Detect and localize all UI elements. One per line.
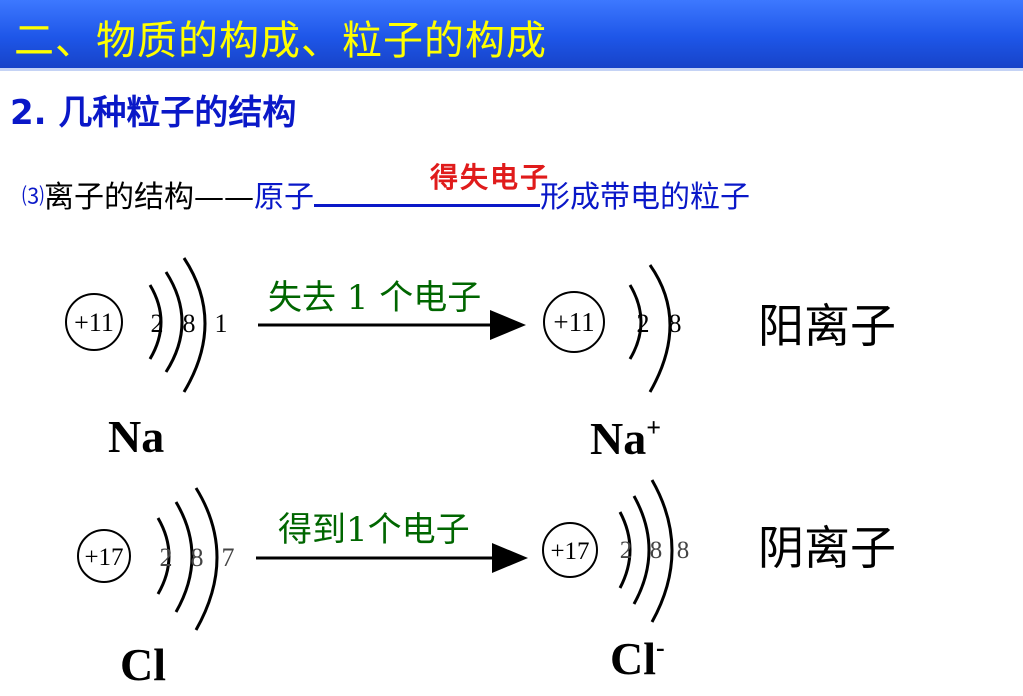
na-atom-diagram: +11 2 8 1: [65, 257, 228, 393]
cl-atom-shell-1-count: 2: [160, 543, 173, 572]
anion-label: 阴离子: [758, 521, 896, 575]
na-ion-charge: +: [646, 413, 662, 442]
na-ion-shell-2: [648, 264, 672, 393]
cl-atom-shell-2: [174, 501, 194, 613]
na-ion-symbol: Na+: [590, 412, 661, 465]
na-atom-shell-2-count: 8: [183, 309, 196, 338]
cl-ion-nucleus: [542, 522, 598, 578]
na-ion-shell-1: [628, 284, 643, 360]
na-atom-shell-1: [148, 284, 163, 360]
cl-atom-shell-3-count: 7: [222, 543, 235, 572]
slide-title: 二、物质的构成、粒子的构成: [14, 18, 547, 64]
cl-atom-shell-3: [194, 487, 219, 631]
na-ion-diagram: +11 2 8: [543, 264, 682, 393]
na-atom-symbol-text: Na: [108, 411, 165, 462]
section-heading: 2. 几种粒子的结构: [10, 93, 297, 133]
cl-ion-symbol: Cl-: [610, 632, 665, 685]
cl-arrow-label: 得到1个电子: [278, 510, 470, 550]
answer-blank: [314, 182, 541, 207]
cation-label: 阳离子: [758, 299, 896, 353]
statement-lead: 离子的结构: [44, 180, 195, 215]
na-ion-shell-2-count: 8: [669, 309, 682, 338]
cl-ion-symbol-text: Cl: [610, 633, 656, 684]
na-ion-symbol-text: Na: [590, 413, 647, 464]
cl-atom-shell-1: [156, 517, 171, 595]
cl-atom-symbol-text: Cl: [120, 639, 166, 690]
cl-atom-nucleus-charge: +17: [84, 544, 123, 571]
na-atom-nucleus-charge: +11: [74, 308, 114, 337]
cl-ion-shell-2-count: 8: [650, 537, 663, 564]
na-atom-nucleus: [65, 293, 123, 351]
cl-ion-nucleus-charge: +17: [550, 538, 589, 565]
na-atom-shell-1-count: 2: [151, 309, 164, 338]
cl-ion-diagram: +17 2 8 8: [542, 479, 690, 623]
cl-atom-shell-2-count: 8: [191, 543, 204, 572]
cl-ion-shell-1-count: 2: [620, 537, 633, 564]
cl-atom-symbol: Cl: [120, 638, 166, 691]
na-ion-shell-1-count: 2: [637, 309, 650, 338]
cl-ion-shell-1: [618, 511, 632, 589]
cl-ion-shell-3-count: 8: [677, 537, 690, 564]
cl-atom-diagram: +17 2 8 7: [77, 487, 235, 631]
statement-tail: 形成带电的粒子: [540, 180, 751, 215]
na-atom-shell-3: [182, 257, 207, 393]
statement-subject: 原子: [254, 180, 315, 215]
statement-dash: ——: [194, 180, 255, 215]
cl-ion-shell-2: [632, 495, 651, 605]
cl-ion-charge: -: [656, 633, 665, 662]
na-atom-shell-3-count: 1: [215, 309, 228, 338]
cl-atom-nucleus: [77, 529, 131, 583]
na-arrow-label: 失去 1 个电子: [268, 278, 482, 318]
title-banner: 二、物质的构成、粒子的构成: [0, 0, 1023, 71]
na-ion-nucleus: [543, 291, 605, 353]
item-number: ⑶: [22, 185, 45, 210]
na-ion-nucleus-charge: +11: [553, 307, 594, 337]
cl-ion-shell-3: [650, 479, 674, 623]
na-atom-symbol: Na: [108, 410, 164, 463]
na-atom-shell-2: [164, 271, 184, 373]
blank-answer: 得失电子: [430, 161, 551, 194]
ion-structure-statement: ⑶离子的结构——原子 形成带电的粒子: [22, 172, 750, 216]
